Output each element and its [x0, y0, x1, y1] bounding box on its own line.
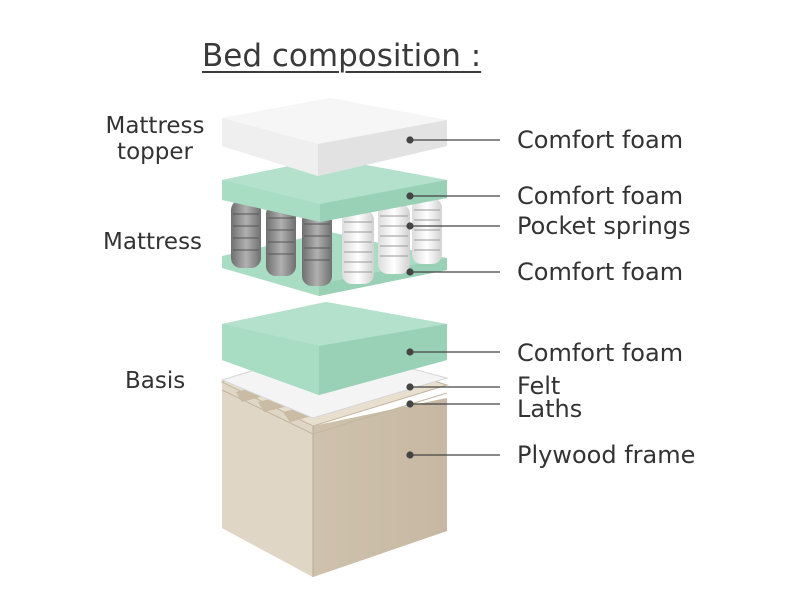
- leader-dot: [406, 222, 414, 230]
- part-label-mattress-bottom-comfort-foam: Comfort foam: [517, 258, 684, 286]
- group-label-topper-line1: Mattress: [105, 113, 205, 139]
- part-label-plywood-frame: Plywood frame: [517, 441, 696, 469]
- leader-lines: [406, 136, 500, 459]
- part-label-mattress-top-comfort-foam: Comfort foam: [517, 182, 684, 210]
- plywood-frame: [222, 382, 447, 577]
- group-label-mattress-topper: Mattress topper: [103, 113, 207, 165]
- leader-dot: [406, 400, 414, 408]
- leader-dot: [406, 268, 414, 276]
- pocket-springs: [231, 198, 442, 286]
- group-label-basis: Basis: [125, 368, 186, 394]
- leader-dot: [406, 192, 414, 200]
- part-label-pocket-springs: Pocket springs: [517, 212, 691, 240]
- part-label-topper-comfort-foam: Comfort foam: [517, 126, 684, 154]
- group-label-topper-line2: topper: [117, 139, 193, 165]
- page-title: Bed composition :: [202, 38, 482, 74]
- leader-dot: [406, 348, 414, 356]
- part-label-basis-comfort-foam: Comfort foam: [517, 339, 684, 367]
- basis-comfort-foam: [222, 302, 447, 395]
- leader-dot: [406, 451, 414, 459]
- mattress-topper: [222, 98, 447, 176]
- group-label-mattress: Mattress: [103, 229, 203, 255]
- leader-dot: [406, 136, 414, 144]
- leader-dot: [406, 383, 414, 391]
- mattress-top-foam: [222, 158, 447, 222]
- part-label-felt: Felt: [517, 372, 561, 400]
- part-label-laths: Laths: [517, 395, 583, 423]
